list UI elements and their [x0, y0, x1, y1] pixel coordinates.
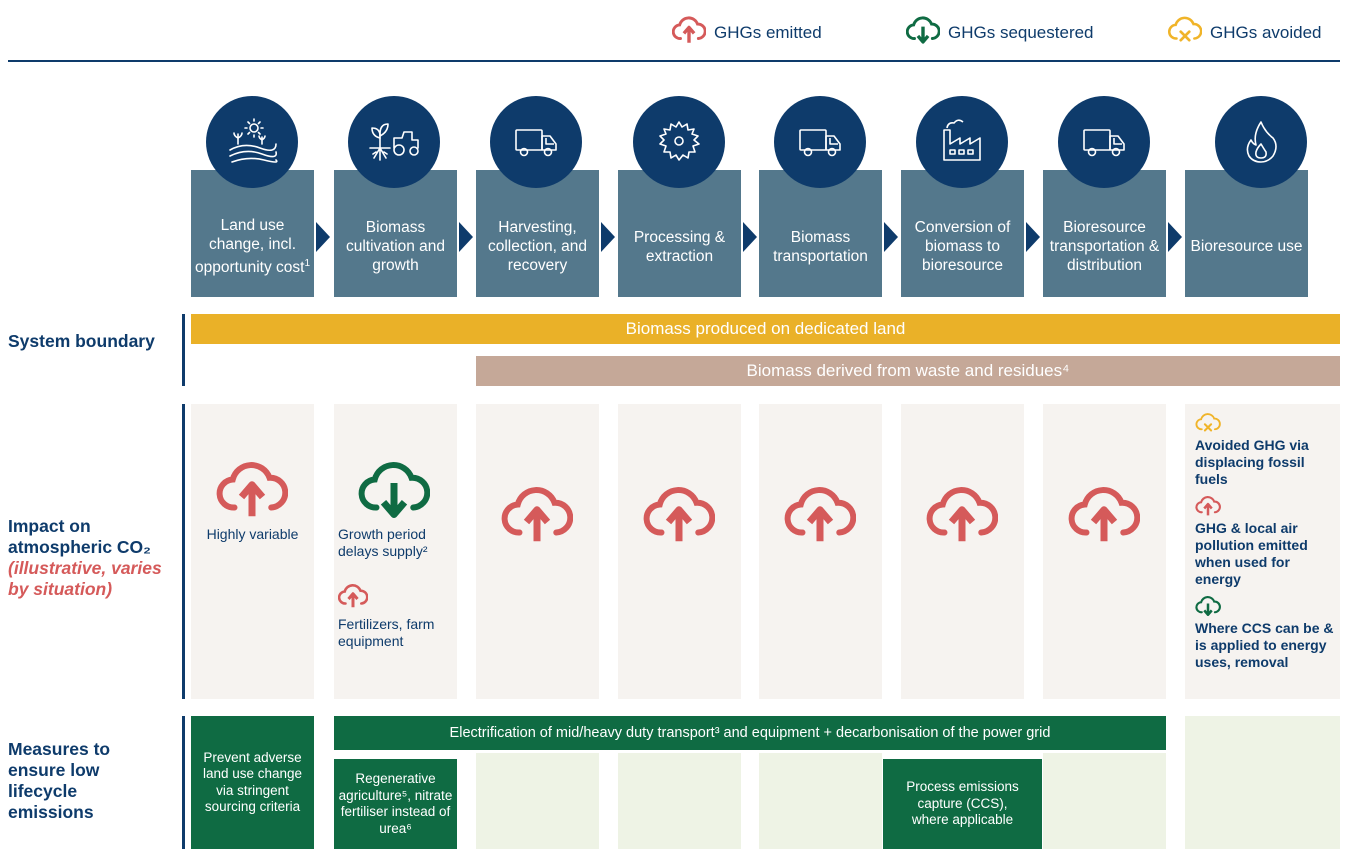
- cloud-down-icon: [1195, 596, 1221, 616]
- truck-icon: [1058, 96, 1150, 188]
- land-icon: [206, 96, 298, 188]
- stage-8-label: Bioresource use: [1190, 238, 1303, 255]
- legend-emitted: GHGs emitted: [671, 16, 822, 49]
- impact-text-2a: Growth period delays supply²: [338, 526, 428, 559]
- row-label-impact-note: (illustrative, varies by situation): [8, 558, 162, 599]
- row-label-impact: Impact on atmospheric CO₂ (illustrative,…: [8, 516, 178, 600]
- saw-blade-icon: [633, 96, 725, 188]
- measure-regenerative-agriculture: Regenerative agriculture⁵, nitrate ferti…: [334, 759, 457, 849]
- stage-4-label: Processing & extraction: [633, 228, 726, 265]
- stage-6-box: Conversion of biomass to bioresource: [901, 170, 1024, 297]
- chevron-right-icon: [316, 222, 330, 252]
- legend-emitted-label: GHGs emitted: [714, 22, 822, 42]
- stage-3-box: Harvesting, collection, and recovery: [476, 170, 599, 297]
- stage-1-box: Land use change, incl. opportunity cost1: [191, 170, 314, 297]
- cloud-x-icon: [1168, 16, 1203, 49]
- cloud-up-icon: [784, 487, 857, 543]
- cloud-up-icon: [1068, 487, 1141, 543]
- stage-7-box: Bioresource transportation & distributio…: [1043, 170, 1166, 297]
- tractor-plant-icon: [348, 96, 440, 188]
- measure-cell-4: [618, 753, 741, 849]
- impact-cell-8: [1185, 404, 1340, 699]
- legend-avoided-label: GHGs avoided: [1210, 22, 1322, 42]
- legend-sequestered: GHGs sequestered: [905, 16, 1094, 49]
- cloud-up-icon: [501, 487, 574, 543]
- stage-1-label: Land use change, incl. opportunity cost: [195, 216, 305, 277]
- band-dedicated-land: Biomass produced on dedicated land: [191, 314, 1340, 344]
- chevron-right-icon: [884, 222, 898, 252]
- measure-cell-7: [1043, 753, 1166, 849]
- row-divider: [182, 716, 185, 849]
- measure-process-emissions-capture: Process emissions capture (CCS), where a…: [883, 759, 1042, 849]
- chevron-right-icon: [743, 222, 757, 252]
- cloud-down-icon: [905, 16, 941, 49]
- stage-8-box: Bioresource use: [1185, 170, 1308, 297]
- row-divider: [182, 314, 185, 386]
- chevron-right-icon: [459, 222, 473, 252]
- row-divider: [182, 404, 185, 699]
- cloud-up-icon: [1195, 496, 1221, 516]
- chevron-right-icon: [1026, 222, 1040, 252]
- stage-6-label: Conversion of biomass to bioresource: [914, 219, 1011, 274]
- impact-text-sequestered: Where CCS can be & is applied to energy …: [1195, 620, 1334, 670]
- legend-avoided: GHGs avoided: [1168, 16, 1322, 49]
- measure-cell-8: [1185, 716, 1340, 849]
- row-label-system-boundary: System boundary: [8, 331, 155, 351]
- cloud-x-icon: [1195, 413, 1221, 433]
- cloud-down-icon: [358, 462, 431, 518]
- impact-cell-2: [334, 404, 457, 699]
- flame-icon: [1215, 96, 1307, 188]
- legend-sequestered-label: GHGs sequestered: [948, 22, 1094, 42]
- stage-2-box: Biomass cultivation and growth: [334, 170, 457, 297]
- chevron-right-icon: [601, 222, 615, 252]
- stage-2-label: Biomass cultivation and growth: [345, 219, 446, 274]
- cloud-up-icon: [643, 487, 716, 543]
- impact-text-2b: Fertilizers, farm equipment: [338, 616, 435, 649]
- measure-cell-5: [759, 753, 882, 849]
- truck-icon: [774, 96, 866, 188]
- impact-cell-6: [901, 404, 1024, 699]
- stage-3-label: Harvesting, collection, and recovery: [487, 219, 588, 274]
- row-label-measures: Measures to ensure low lifecycle emissio…: [8, 739, 111, 822]
- chevron-right-icon: [1168, 222, 1182, 252]
- cloud-up-icon: [926, 487, 999, 543]
- band-waste-residues: Biomass derived from waste and residues⁴: [476, 356, 1340, 386]
- impact-text-avoided: Avoided GHG via displacing fossil fuels: [1195, 437, 1309, 487]
- row-label-impact-text: Impact on atmospheric CO₂: [8, 516, 151, 557]
- header-divider: [8, 60, 1340, 62]
- impact-cell-5: [759, 404, 882, 699]
- stage-5-box: Biomass transportation: [759, 170, 882, 297]
- measure-electrification: Electrification of mid/heavy duty transp…: [334, 716, 1166, 750]
- impact-cell-1: [191, 404, 314, 699]
- factory-icon: [916, 96, 1008, 188]
- cloud-up-icon: [671, 16, 707, 49]
- measure-prevent-land-use: Prevent adverse land use change via stri…: [191, 716, 314, 849]
- cloud-up-icon: [216, 462, 289, 518]
- stage-5-label: Biomass transportation: [773, 228, 868, 265]
- impact-cell-7: [1043, 404, 1166, 699]
- impact-cell-3: [476, 404, 599, 699]
- impact-text-1: Highly variable: [206, 526, 299, 542]
- impact-text-emitted: GHG & local air pollution emitted when u…: [1195, 520, 1308, 587]
- truck-icon: [490, 96, 582, 188]
- cloud-up-icon: [337, 584, 369, 608]
- stage-1-footnote: 1: [304, 257, 310, 269]
- impact-cell-4: [618, 404, 741, 699]
- measure-cell-3: [476, 753, 599, 849]
- stage-4-box: Processing & extraction: [618, 170, 741, 297]
- stage-7-label: Bioresource transportation & distributio…: [1049, 219, 1160, 274]
